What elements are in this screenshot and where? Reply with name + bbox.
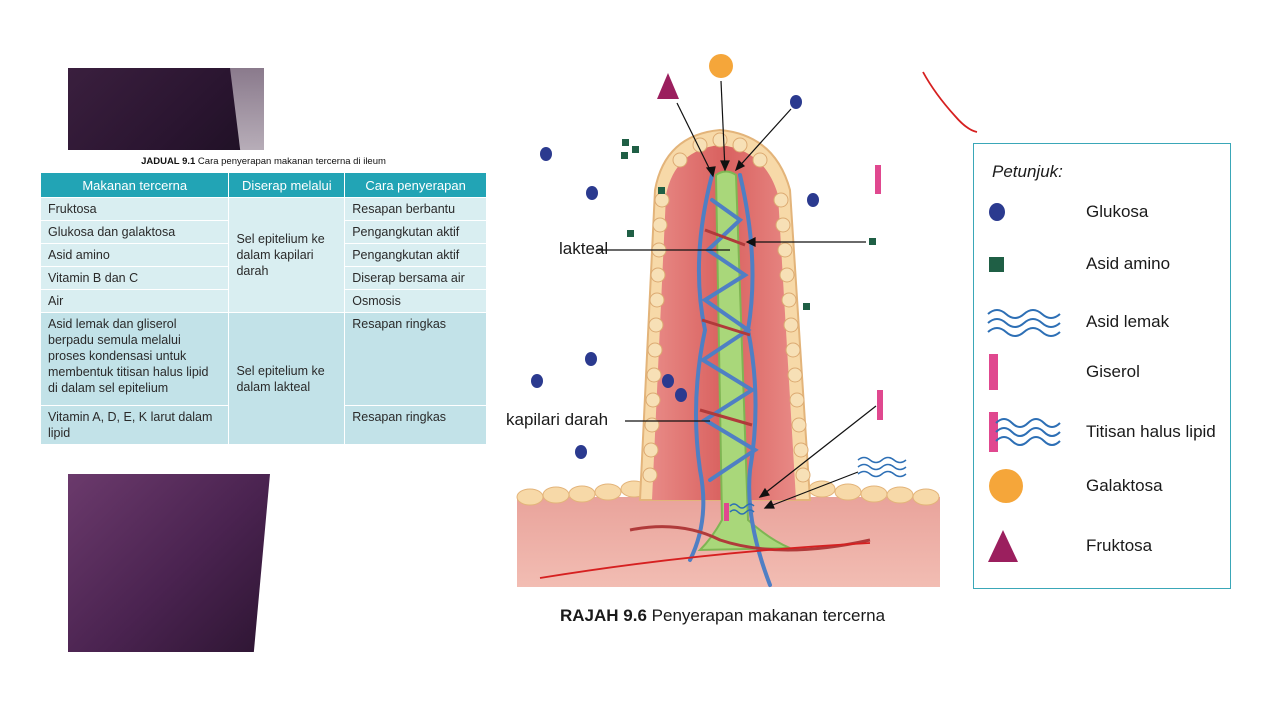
capillary-label: kapilari darah	[506, 410, 609, 429]
legend-item-fructose: Fruktosa	[974, 528, 1230, 564]
table-row: Vitamin A, D, E, K larut dalam lipid Res…	[39, 405, 487, 445]
food-cell: Asid lemak dan gliserol berpadu semula m…	[39, 312, 230, 406]
legend-item-glycerol: Giserol	[974, 354, 1230, 390]
fructose-molecule	[657, 73, 679, 99]
food-cell: Fruktosa	[39, 197, 230, 221]
red-annotation-mark	[922, 71, 978, 133]
food-cell: Air	[39, 289, 230, 313]
method-cell: Resapan ringkas	[344, 405, 487, 445]
slide-decoration-top	[68, 68, 264, 150]
orange-circle-icon	[989, 469, 1023, 503]
method-cell: Diserap bersama air	[344, 266, 487, 290]
villus-diagram	[516, 54, 940, 587]
green-square-icon	[989, 257, 1004, 272]
food-cell: Vitamin A, D, E, K larut dalam lipid	[39, 405, 230, 445]
header-food: Makanan tercerna	[39, 172, 230, 198]
glycerol-molecule	[875, 165, 881, 194]
method-cell: Pengangkutan aktif	[344, 220, 487, 244]
blue-circle-icon	[989, 203, 1005, 221]
table-header-row: Makanan tercerna Diserap melalui Cara pe…	[39, 172, 487, 198]
method-cell: Pengangkutan aktif	[344, 243, 487, 267]
purple-triangle-icon	[988, 530, 1018, 562]
food-cell: Asid amino	[39, 243, 230, 267]
fatty-acid-molecules	[729, 456, 907, 515]
table-row: Fruktosa Sel epitelium ke dalam kapilari…	[39, 197, 487, 313]
legend-item-glucose: Glukosa	[974, 194, 1230, 230]
slide-decoration-bottom	[68, 474, 270, 652]
galactose-molecule	[709, 54, 733, 78]
food-cell: Glukosa dan galaktosa	[39, 220, 230, 244]
wavy-lines-icon	[987, 309, 1061, 337]
legend-item-fatty-acid: Asid lemak	[974, 304, 1230, 340]
legend-title: Petunjuk:	[992, 162, 1063, 181]
legend-item-lipid-droplet: Titisan halus lipid	[974, 412, 1230, 452]
table-row: Asid amino Pengangkutan aktif	[39, 243, 487, 267]
method-cell: Resapan ringkas	[344, 312, 487, 406]
legend-item-galactose: Galaktosa	[974, 468, 1230, 504]
legend-box: Petunjuk: Glukosa Asid amino Asid lemak …	[973, 143, 1231, 589]
table-caption: JADUAL 9.1 Cara penyerapan makanan terce…	[141, 156, 386, 167]
legend-item-amino-acid: Asid amino	[974, 246, 1230, 282]
method-cell: Osmosis	[344, 289, 487, 313]
lipid-droplet-icon	[989, 412, 1061, 452]
method-cell: Resapan berbantu	[344, 197, 487, 221]
glucose-molecules	[531, 95, 819, 459]
absorption-table: Makanan tercerna Diserap melalui Cara pe…	[39, 172, 487, 445]
via-cell-lacteal: Sel epitelium ke dalam lakteal	[228, 312, 346, 445]
capillary-network	[688, 173, 772, 587]
arteriole	[629, 228, 871, 552]
table-row: Glukosa dan galaktosa Pengangkutan aktif	[39, 220, 487, 244]
header-absorbed-via: Diserap melalui	[228, 172, 346, 198]
figure-caption: RAJAH 9.6 Penyerapan makanan tercerna	[560, 606, 886, 625]
header-absorption-method: Cara penyerapan	[344, 172, 487, 198]
annotation-line	[539, 542, 871, 579]
absorption-arrows	[597, 80, 877, 509]
amino-acid-molecules	[621, 139, 876, 310]
food-cell: Vitamin B dan C	[39, 266, 230, 290]
lacteal	[697, 170, 791, 552]
table-row: Asid lemak dan gliserol berpadu semula m…	[39, 312, 487, 445]
glycerol-molecule	[724, 503, 729, 521]
glycerol-molecule	[877, 390, 883, 420]
table-row: Air Osmosis	[39, 289, 487, 313]
pink-bar-icon	[989, 354, 998, 390]
lacteal-label: lakteal	[559, 239, 609, 258]
via-cell-blood: Sel epitelium ke dalam kapilari darah	[228, 197, 346, 313]
